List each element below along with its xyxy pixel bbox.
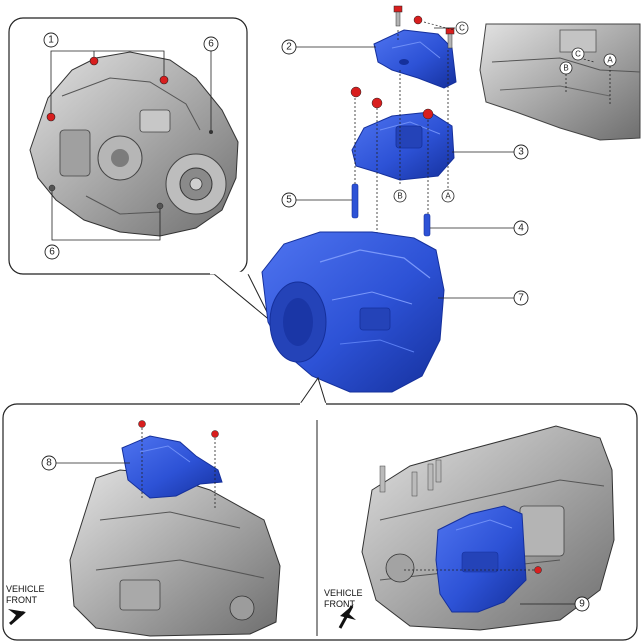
point-a-body: A [603, 53, 617, 67]
callout-3: 3 [513, 144, 529, 160]
svg-text:4: 4 [518, 223, 524, 234]
stud-5 [351, 183, 359, 219]
vehicle-front-label-right-2: FRONT [324, 599, 355, 609]
callout-2: 2 [281, 39, 297, 55]
callout-7: 7 [513, 290, 529, 306]
svg-text:3: 3 [518, 147, 524, 158]
callout-9: 9 [574, 596, 590, 612]
transaxle-side-view-left [69, 469, 281, 637]
mount-bracket-lower-right [435, 505, 527, 613]
mount-nut-right [422, 108, 434, 120]
svg-text:C: C [459, 24, 465, 33]
svg-text:B: B [397, 192, 402, 201]
svg-text:6: 6 [49, 247, 55, 258]
callout-1: 1 [43, 32, 59, 48]
alignment-lines [354, 30, 449, 246]
bolt-1-right [159, 75, 169, 85]
svg-text:6: 6 [208, 39, 214, 50]
svg-text:1: 1 [48, 35, 54, 46]
callout-8: 8 [41, 455, 57, 471]
callout-leaders [56, 27, 575, 605]
vehicle-front-label-left-1: VEHICLE [6, 584, 45, 594]
point-a-mid: A [441, 189, 455, 203]
bolt-1-upper [89, 56, 99, 66]
callout-6-top: 6 [203, 36, 219, 52]
point-c-body: C [571, 47, 585, 61]
callout-5: 5 [281, 192, 297, 208]
bolt-1-left [46, 112, 56, 122]
point-b-body: B [559, 61, 573, 75]
stud-4 [423, 213, 431, 237]
svg-text:5: 5 [286, 195, 292, 206]
mount-nut-center [371, 97, 383, 109]
point-b-mid: B [393, 189, 407, 203]
bracket8-bolt-left [138, 420, 146, 428]
svg-text:B: B [563, 64, 568, 73]
svg-text:C: C [575, 50, 581, 59]
svg-text:2: 2 [286, 42, 292, 53]
mount-bracket-lower-left [121, 435, 223, 499]
vehicle-body-frame [479, 23, 641, 141]
manual-transaxle [261, 231, 445, 393]
mount-nut-left [350, 86, 362, 98]
bracket8-bolt-right [211, 430, 219, 438]
vehicle-front-label-left-2: FRONT [6, 595, 37, 605]
bracket8-align-lines [141, 428, 216, 508]
vehicle-front-label-right-1: VEHICLE [324, 588, 363, 598]
detail-inset-transaxle-back [8, 17, 273, 323]
callout-6-bottom: 6 [44, 244, 60, 260]
svg-text:A: A [445, 192, 451, 201]
svg-text:9: 9 [579, 599, 585, 610]
svg-text:7: 7 [518, 293, 524, 304]
bracket9-bolt [534, 566, 542, 574]
engine-mount-rubber [351, 111, 455, 181]
svg-text:A: A [607, 56, 613, 65]
svg-text:8: 8 [46, 458, 52, 469]
callout-4: 4 [513, 220, 529, 236]
point-c-top: C [455, 21, 469, 35]
mount-bracket-upper [373, 29, 457, 89]
